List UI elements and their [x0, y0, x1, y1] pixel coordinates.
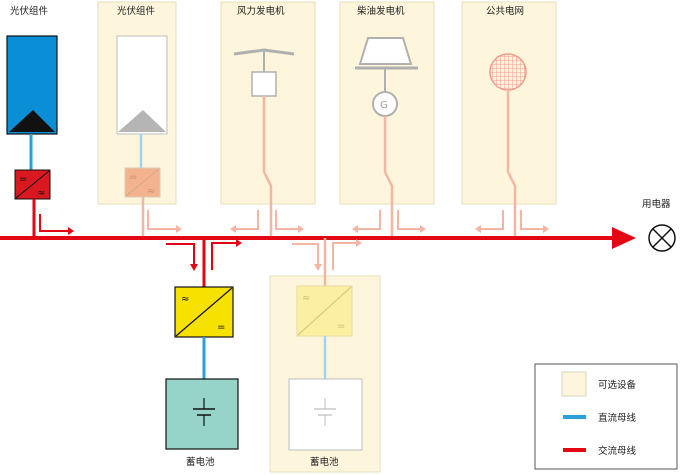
load-icon: [648, 224, 676, 252]
flow-arrow-pv-optional: [147, 210, 176, 230]
flow-arrow-grid: [481, 210, 504, 230]
switch-wind: [262, 171, 273, 238]
flow-arrow-wind-out: [275, 210, 298, 230]
inverter-main-ac-symbol: ≈: [37, 188, 45, 199]
flow-arrow-pv-main: [39, 214, 68, 232]
flow-arrow-wind: [236, 210, 259, 230]
legend-dc-label: 直流母线: [598, 412, 637, 424]
flow-arrowhead-wind-out: [298, 225, 304, 233]
battery-converter-optional: ≈ =: [296, 285, 353, 337]
flow-arrowhead-battery-out: [236, 239, 242, 247]
converter-optional-dc-symbol: =: [337, 321, 345, 332]
flow-arrow-battery-opt-out: [332, 242, 356, 270]
inverter-optional: = ≈: [124, 167, 161, 198]
flow-arrow-diesel: [358, 210, 381, 230]
flow-arrowhead-pv-main: [68, 227, 74, 235]
flow-arrowhead-battery-opt-in: [314, 264, 322, 271]
inverter-main-dc-symbol: =: [19, 174, 27, 185]
load-label: 用电器: [642, 198, 671, 210]
flow-arrowhead-grid-out: [543, 225, 549, 233]
battery-main-label: 蓄电池: [186, 456, 215, 468]
legend-optional-swatch: [561, 371, 587, 397]
flow-arrowhead-diesel-out: [420, 225, 426, 233]
switch-grid: [506, 171, 517, 238]
converter-main-dc-symbol: =: [217, 322, 225, 333]
flow-arrowhead-battery-opt-out: [356, 239, 362, 247]
converter-main-ac-symbol: ≈: [181, 294, 189, 305]
battery-optional: [288, 378, 363, 451]
legend-ac-label: 交流母线: [598, 445, 637, 457]
flow-arrowhead-battery-in: [190, 264, 198, 271]
inverter-optional-ac-symbol: ≈: [147, 186, 155, 197]
optional-panel-wind: [220, 1, 316, 205]
flow-arrow-battery-out: [211, 242, 236, 270]
wind-generator-label: 风力发电机: [237, 5, 285, 17]
converter-optional-ac-symbol: ≈: [302, 293, 310, 304]
wind-turbine-icon: [233, 48, 295, 97]
battery-optional-label: 蓄电池: [310, 456, 339, 468]
flow-arrowhead-diesel: [352, 225, 358, 233]
generator-g-symbol: G: [380, 100, 388, 111]
diesel-generator-label: 柴油发电机: [357, 5, 405, 17]
flow-arrowhead-pv-optional: [176, 225, 182, 233]
battery-converter-main: ≈ =: [174, 286, 234, 338]
ac-bus-arrowhead: [612, 227, 636, 249]
flow-arrow-battery-in: [166, 243, 195, 264]
pv-module-main-label: 光伏组件: [10, 5, 49, 17]
flow-arrow-grid-out: [520, 210, 543, 230]
battery-main: [165, 378, 239, 450]
legend: 可选设备 直流母线 交流母线: [534, 363, 678, 470]
pv-module-main: [6, 35, 58, 135]
flow-arrowhead-wind: [230, 225, 236, 233]
flow-arrowhead-grid: [475, 225, 481, 233]
public-grid-icon: [489, 53, 527, 172]
inverter-main: = ≈: [14, 169, 51, 200]
pv-module-optional: [116, 35, 168, 135]
pv-module-optional-label: 光伏组件: [117, 5, 156, 17]
inverter-optional-dc-symbol: =: [129, 172, 137, 183]
diesel-generator-icon: G: [355, 37, 418, 117]
switch-diesel: [383, 171, 394, 238]
public-grid-label: 公共电网: [486, 5, 524, 17]
flow-arrow-battery-opt-in: [292, 243, 319, 264]
legend-optional-label: 可选设备: [598, 379, 637, 391]
flow-arrow-diesel-out: [397, 210, 420, 230]
